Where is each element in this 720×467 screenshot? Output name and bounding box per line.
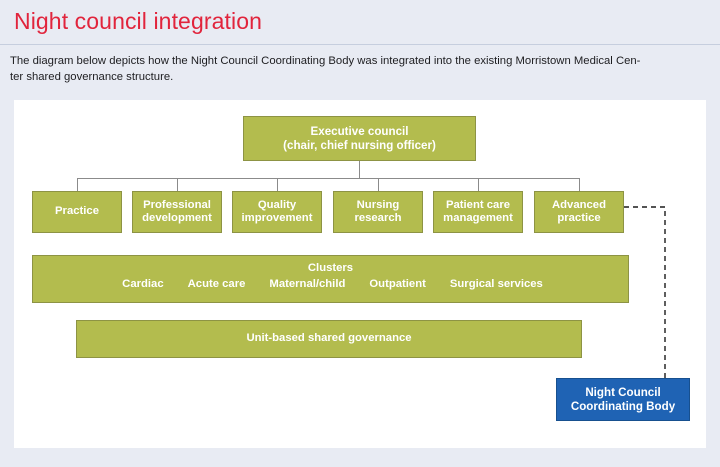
node-unit-based-shared-governance[interactable]: Unit-based shared governance — [76, 320, 582, 358]
nursing-research-line-2: research — [354, 212, 402, 224]
professional-development-line-1: Professional — [143, 198, 211, 211]
node-executive-council[interactable]: Executive council (chair, chief nursing … — [243, 116, 476, 161]
connector-horizontal-bus — [77, 178, 580, 179]
cluster-item-outpatient: Outpatient — [369, 277, 426, 290]
node-night-council-coordinating-body[interactable]: Night Council Coordinating Body — [556, 378, 690, 421]
node-clusters[interactable]: Clusters Cardiac Acute care Maternal/chi… — [32, 255, 629, 303]
quality-improvement-line-2: improvement — [241, 212, 313, 224]
connector-drop-quality-improvement — [277, 178, 278, 191]
practice-line-1: Practice — [55, 205, 99, 218]
patient-care-management-line-2: management — [443, 212, 513, 224]
connector-drop-practice — [77, 178, 78, 191]
node-patient-care-management[interactable]: Patient care management — [433, 191, 523, 233]
connector-exec-down — [359, 161, 360, 178]
executive-council-line-1: Executive council — [310, 125, 409, 138]
patient-care-management-line-1: Patient care — [445, 198, 511, 211]
connector-drop-advanced-practice — [579, 178, 580, 191]
title-divider — [0, 44, 720, 45]
advanced-practice-line-1: Advanced — [552, 198, 606, 211]
intro-line-1: The diagram below depicts how the Night … — [10, 55, 641, 67]
professional-development-line-2: development — [142, 212, 212, 224]
connector-drop-patient-care-management — [478, 178, 479, 191]
advanced-practice-line-2: practice — [557, 212, 601, 224]
node-nursing-research[interactable]: Nursing research — [333, 191, 423, 233]
clusters-title: Clusters — [307, 262, 354, 274]
night-council-line-1: Night Council — [585, 386, 661, 399]
quality-improvement-line-1: Quality — [257, 198, 297, 211]
intro-line-2: ter shared governance structure. — [10, 71, 174, 83]
unit-based-label: Unit-based shared governance — [246, 332, 412, 345]
node-advanced-practice[interactable]: Advanced practice — [534, 191, 624, 233]
night-council-line-2: Coordinating Body — [570, 399, 676, 413]
cluster-item-cardiac: Cardiac — [122, 277, 164, 290]
node-quality-improvement[interactable]: Quality improvement — [232, 191, 322, 233]
connector-drop-professional-development — [177, 178, 178, 191]
node-professional-development[interactable]: Professional development — [132, 191, 222, 233]
connector-drop-nursing-research — [378, 178, 379, 191]
node-practice[interactable]: Practice — [32, 191, 122, 233]
cluster-item-acute-care: Acute care — [187, 277, 246, 290]
clusters-item-list: Cardiac Acute care Maternal/child Outpat… — [33, 278, 628, 292]
executive-council-line-2: (chair, chief nursing officer) — [283, 138, 436, 152]
page-title: Night council integration — [14, 8, 262, 34]
cluster-item-surgical-services: Surgical services — [449, 277, 543, 290]
nursing-research-line-1: Nursing — [356, 198, 400, 211]
cluster-item-maternal-child: Maternal/child — [269, 277, 346, 290]
intro-paragraph: The diagram below depicts how the Night … — [10, 53, 712, 85]
